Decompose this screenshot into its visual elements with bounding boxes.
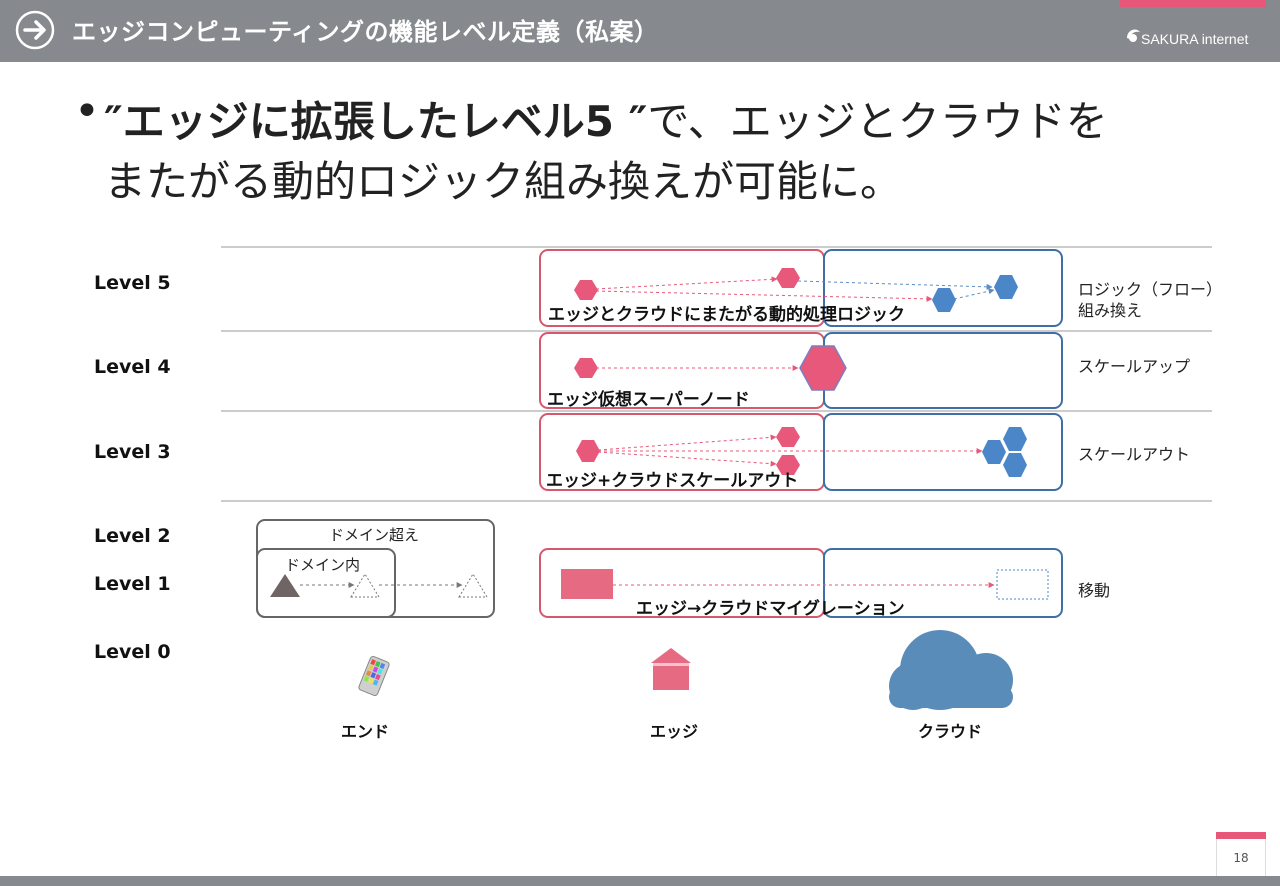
page-number-accent <box>1216 832 1266 839</box>
footer-bar <box>0 876 1280 886</box>
edge-node-hexagon <box>776 455 800 475</box>
box-label-level5: エッジとクラウドにまたがる動的処理ロジック <box>548 305 905 325</box>
level-label: Level 0 <box>94 641 171 663</box>
flow-arrow <box>797 280 993 290</box>
smartphone-icon <box>358 655 390 697</box>
domain-inner-label: ドメイン内 <box>285 556 361 574</box>
right-label-level5: ロジック（フロー） 組み換え <box>1078 279 1222 321</box>
cloud-workload-ghost <box>996 569 1049 600</box>
headline-line1: ″エッジに拡張したレベル5 ″で、エッジとクラウドを <box>104 88 1108 149</box>
headline-bullet: • <box>74 86 100 137</box>
super-node-hexagon <box>799 345 847 391</box>
end-node-triangle-ghost <box>458 573 488 598</box>
flow-arrow <box>953 288 995 300</box>
level4-cloud-box <box>823 332 1063 409</box>
flow-arrow <box>595 290 933 302</box>
cloud-node-hexagon <box>994 275 1018 299</box>
cloud-node-hexagon <box>1003 453 1027 477</box>
header-bar: エッジコンピューティングの機能レベル定義（私案） <box>0 0 1280 62</box>
right-label-level5-line2: 組み換え <box>1078 301 1143 320</box>
end-label: エンド <box>341 722 390 741</box>
domain-inner-box <box>256 548 396 618</box>
level-label: Level 5 <box>94 272 171 294</box>
page-number-box <box>1216 839 1266 877</box>
edge-node-hexagon <box>776 268 800 288</box>
box-label-level1: エッジ→クラウドマイグレーション <box>636 599 905 619</box>
cloud-node-hexagon <box>932 288 956 312</box>
cloud-node-hexagon <box>982 440 1006 464</box>
flow-arrow <box>597 451 777 467</box>
cloud-icon <box>889 630 1013 710</box>
arrow-right-circle-icon <box>15 10 55 50</box>
right-label-level1: 移動 <box>1078 581 1111 600</box>
house-icon <box>651 648 691 690</box>
right-label-level3: スケールアウト <box>1078 445 1191 464</box>
sakura-logo-icon <box>1127 29 1140 42</box>
edge-node-hexagon <box>574 358 598 378</box>
logo-text: SAKURA internet <box>1141 31 1249 47</box>
level-label: Level 1 <box>94 573 171 595</box>
box-label-level3: エッジ+クラウドスケールアウト <box>546 471 799 491</box>
edge-label: エッジ <box>650 722 699 741</box>
headline-line2: またがる動的ロジック組み換えが可能に。 <box>104 157 903 206</box>
domain-outer-label: ドメイン超え <box>329 526 420 544</box>
cloud-label: クラウド <box>918 722 983 741</box>
end-node-triangle-ghost <box>350 573 380 598</box>
box-label-level4: エッジ仮想スーパーノード <box>547 390 750 410</box>
flow-arrow <box>597 434 777 451</box>
header-accent-bar <box>1120 0 1266 7</box>
level3-cloud-box <box>823 413 1063 491</box>
edge-node-hexagon <box>574 280 598 300</box>
edge-node-hexagon <box>776 427 800 447</box>
level-label: Level 2 <box>94 525 171 547</box>
edge-node-hexagon <box>576 440 600 462</box>
level5-cloud-box <box>823 249 1063 327</box>
level-label: Level 3 <box>94 441 171 463</box>
level1-cloud-box <box>823 548 1063 618</box>
headline-rest: で、エッジとクラウドを <box>647 97 1108 146</box>
end-node-triangle <box>270 574 300 597</box>
right-label-level5-line1: ロジック（フロー） <box>1078 280 1223 299</box>
page-title: エッジコンピューティングの機能レベル定義（私案） <box>72 18 659 46</box>
edge-workload-block <box>561 569 613 599</box>
page-number: 18 <box>1233 851 1249 865</box>
level-label: Level 4 <box>94 356 171 378</box>
cloud-node-hexagon <box>1003 427 1027 451</box>
right-label-level4: スケールアップ <box>1078 357 1191 376</box>
flow-arrow <box>595 276 778 290</box>
headline-quoted: ″エッジに拡張したレベル5 ″ <box>104 97 648 146</box>
